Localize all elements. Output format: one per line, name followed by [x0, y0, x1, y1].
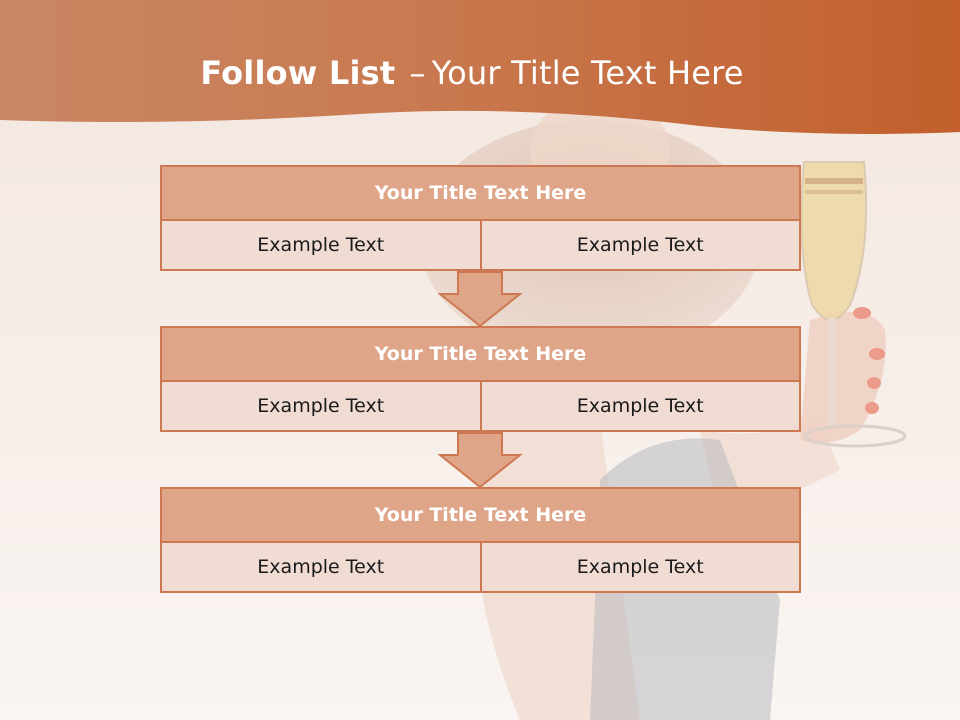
step-cell: Example Text	[481, 221, 801, 271]
step-row: Example Text Example Text	[160, 382, 801, 432]
step-title: Your Title Text Here	[160, 165, 801, 221]
header-band	[0, 0, 960, 134]
step-row: Example Text Example Text	[160, 221, 801, 271]
step-block-1: Your Title Text Here Example Text Exampl…	[160, 165, 801, 271]
title-rest: Your Title Text Here	[431, 54, 744, 92]
step-cell: Example Text	[481, 543, 801, 593]
step-block-3: Your Title Text Here Example Text Exampl…	[160, 487, 801, 593]
slide-title: Follow List–Your Title Text Here	[0, 54, 944, 92]
down-arrow-icon	[438, 432, 523, 489]
step-row: Example Text Example Text	[160, 543, 801, 593]
title-separator: –	[409, 54, 426, 92]
step-cell: Example Text	[160, 221, 482, 271]
step-cell: Example Text	[160, 382, 482, 432]
down-arrow-icon	[438, 271, 523, 328]
step-cell: Example Text	[160, 543, 482, 593]
step-title: Your Title Text Here	[160, 487, 801, 543]
title-bold: Follow List	[200, 54, 396, 92]
step-cell: Example Text	[481, 382, 801, 432]
step-block-2: Your Title Text Here Example Text Exampl…	[160, 326, 801, 432]
step-title: Your Title Text Here	[160, 326, 801, 382]
